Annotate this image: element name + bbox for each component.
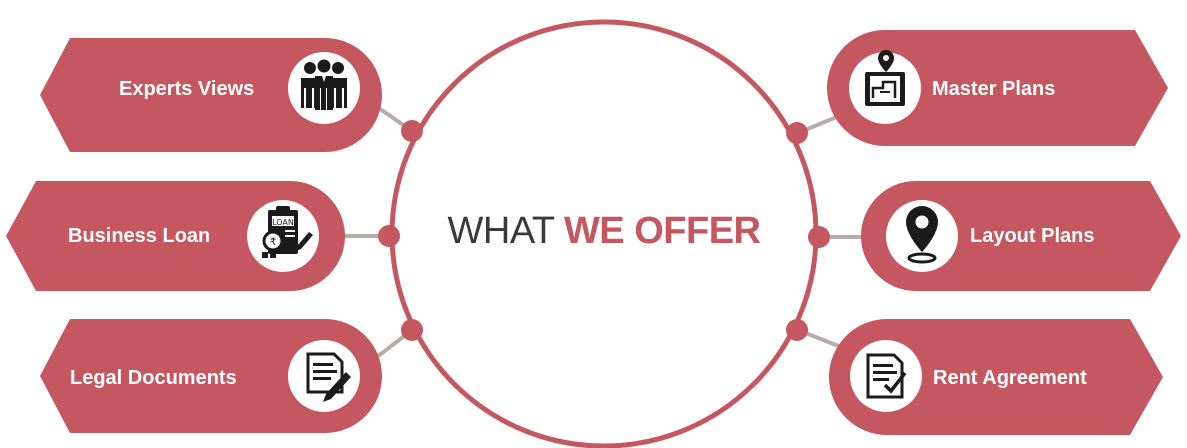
dot-legal-documents [401,319,423,341]
label-business-loan: Business Loan [68,225,211,247]
label-experts-views: Experts Views [119,78,255,100]
loan-clipboard-icon: LOAN ₹ [262,206,313,258]
banner-rent-agreement [829,319,1163,435]
label-layout-plans: Layout Plans [970,225,1095,247]
dot-rent-agreement [786,319,808,341]
label-rent-agreement: Rent Agreement [933,367,1087,389]
circle-dots [378,120,830,341]
blueprint-map-icon [865,50,905,106]
location-pin-icon [906,206,938,264]
label-master-plans: Master Plans [932,78,1056,100]
dot-business-loan [378,225,400,247]
center-title: WHAT WE OFFER [394,208,814,254]
dot-layout-plans [808,226,830,248]
document-pen-icon [306,352,351,402]
dot-experts-views [401,120,423,142]
dot-master-plans [786,122,808,144]
svg-text:LOAN: LOAN [272,218,294,227]
svg-text:₹: ₹ [270,237,276,248]
center-title-bold: WE OFFER [563,210,761,252]
label-legal-documents: Legal Documents [70,367,237,389]
center-title-light: WHAT [447,210,564,252]
banner-legal-documents [40,319,382,433]
group-people-icon [301,59,347,110]
banner-master-plans [827,30,1168,146]
agreement-document-icon [866,353,907,399]
